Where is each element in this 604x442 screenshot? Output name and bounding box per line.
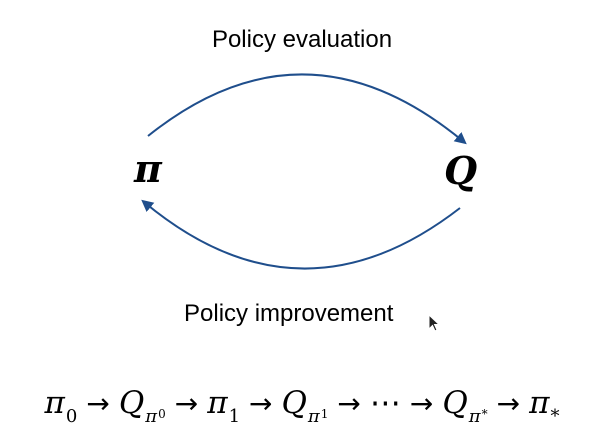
mouse-pointer-icon [428, 314, 441, 332]
sequence-subscript: 0 [65, 406, 78, 427]
sequence-arrow: → [496, 387, 521, 420]
sequence-term: π* [529, 388, 559, 426]
q-function-node: Q [444, 148, 478, 193]
sequence-subscript: π [307, 406, 320, 427]
sequence-term: Qπ0 [119, 388, 166, 426]
improvement-arrow [141, 199, 461, 270]
policy-improvement-label: Policy improvement [184, 300, 394, 327]
sequence-symbol: ⋯ [369, 385, 401, 421]
sequence-symbol: Q [281, 385, 307, 421]
sequence-arrow: → [337, 387, 361, 420]
sequence-sub-subscript: * [481, 407, 488, 421]
policy-iteration-sequence: π0→Qπ0→π1→Qπ1→⋯→Qπ*→π* [0, 388, 604, 426]
evaluation-arrow [147, 73, 467, 145]
sequence-symbol: π [207, 385, 228, 421]
sequence-term: Qπ1 [282, 388, 329, 426]
sequence-term: π1 [207, 388, 240, 426]
sequence-symbol: π [529, 385, 550, 421]
sequence-sub-subscript: 1 [320, 407, 329, 421]
sequence-term: π0 [45, 388, 78, 426]
policy-evaluation-label: Policy evaluation [211, 26, 393, 53]
sequence-subscript: π [468, 406, 481, 427]
sequence-symbol: Q [442, 385, 468, 421]
sequence-arrow: → [174, 387, 199, 420]
sequence-symbol: Q [118, 385, 145, 421]
sequence-term: ⋯ [370, 388, 401, 419]
sequence-subscript: * [550, 406, 560, 427]
sequence-subscript: 1 [228, 406, 241, 427]
sequence-subscript: π [145, 406, 158, 427]
sequence-arrow: → [409, 387, 434, 420]
sequence-term: Qπ* [442, 388, 487, 426]
sequence-sub-subscript: 0 [158, 407, 166, 421]
sequence-symbol: π [44, 385, 65, 421]
sequence-arrow: → [86, 387, 110, 420]
policy-node: π [134, 146, 162, 191]
sequence-arrow: → [249, 387, 273, 420]
